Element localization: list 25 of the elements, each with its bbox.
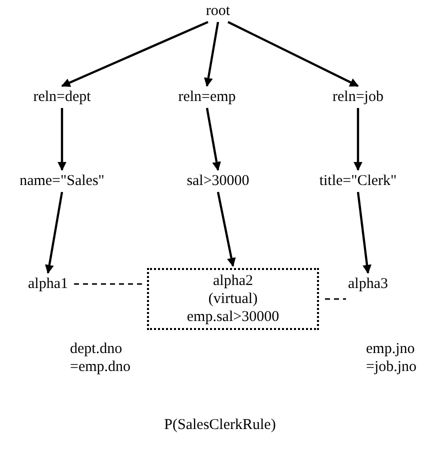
arrow: [228, 21, 359, 87]
node-label: alpha3: [348, 275, 388, 293]
node-label: alpha1: [28, 275, 68, 293]
arrow: [354, 108, 362, 171]
dashed-line: [74, 283, 145, 285]
caption: P(SalesClerkRule): [164, 416, 276, 435]
node-label: title="Clerk": [319, 172, 397, 190]
node-label: name="Sales": [20, 172, 104, 190]
arrow: [216, 192, 236, 267]
node-text: (virtual): [208, 290, 258, 308]
node-label: reln=job: [332, 88, 384, 106]
arrow: [206, 108, 222, 171]
node-label: sal>30000: [186, 172, 250, 190]
arrow: [44, 192, 64, 274]
node-text: alpha2: [213, 272, 253, 290]
node-label: reln=dept: [33, 88, 91, 106]
dashed-line: [325, 298, 346, 300]
node-text: emp.sal>30000: [186, 308, 280, 326]
node-label: reln=emp: [178, 88, 236, 106]
arrow: [356, 192, 372, 274]
dotted-box: [147, 268, 319, 330]
arrow: [204, 22, 220, 87]
arrow: [58, 108, 66, 171]
node-label: root: [206, 2, 230, 20]
arrow: [61, 21, 208, 87]
